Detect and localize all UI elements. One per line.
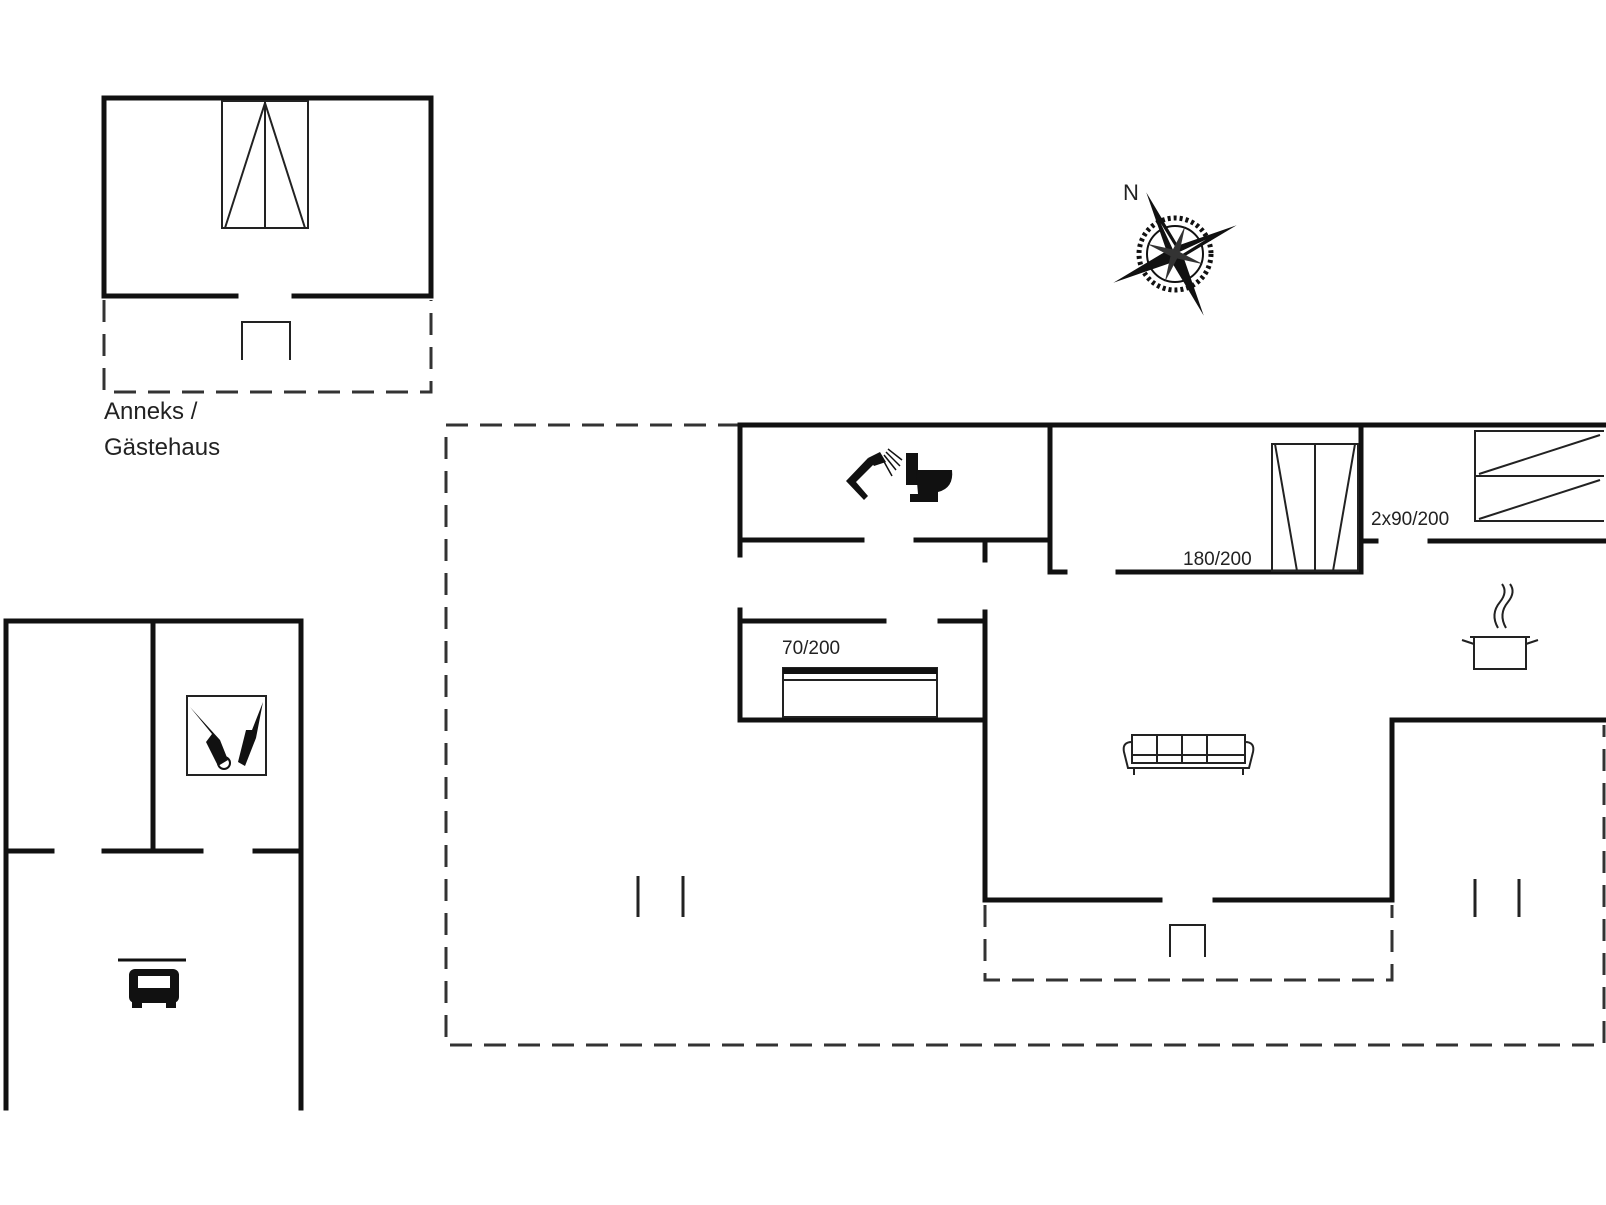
- wardrobe-icon: [221, 99, 309, 229]
- sofa-icon: [1122, 734, 1255, 775]
- tools-icon: [186, 695, 267, 776]
- entrance-step-icon: [241, 321, 291, 360]
- garage-building: [3, 618, 304, 1111]
- cooking-pot-icon: [1461, 583, 1539, 670]
- annex-label-line1: Anneks /: [104, 398, 198, 425]
- compass-north-label: N: [1123, 180, 1139, 205]
- bed-icon: [782, 667, 938, 718]
- bed-size-70: 70/200: [782, 638, 840, 659]
- bunk-bed-icon: [1474, 430, 1604, 522]
- bed-size-2x90: 2x90/200: [1371, 509, 1449, 530]
- entrance-step-icon: [1169, 924, 1206, 957]
- annex-building: Anneks / Gästehaus: [101, 95, 434, 461]
- toilet-icon: [906, 453, 953, 502]
- main-house: 70/200 180/200 2x90/200: [444, 422, 1606, 1047]
- annex-label-line2: Gästehaus: [104, 434, 220, 461]
- compass-rose-icon: N: [1113, 180, 1237, 316]
- terrace-post-icon: [636, 876, 1521, 917]
- bed-size-180: 180/200: [1183, 549, 1252, 570]
- shower-icon: [846, 448, 903, 500]
- car-icon: [118, 958, 186, 1008]
- wardrobe-icon: [1271, 443, 1359, 572]
